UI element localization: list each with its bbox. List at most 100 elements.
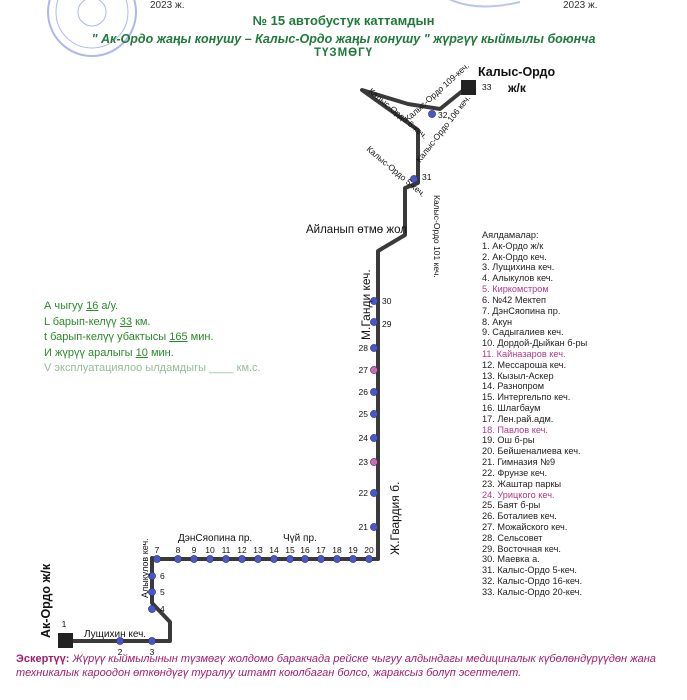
stop-list-item: 19. Ош б-ры xyxy=(482,435,535,446)
stop-marker xyxy=(370,434,378,442)
stop-list-item: 22. Фрунзе кеч. xyxy=(482,467,548,478)
stop-marker xyxy=(428,110,436,118)
note-text: Жүрүү кыймылынын түзмөгү жолдомо баракча… xyxy=(16,653,656,679)
stop-marker xyxy=(148,572,156,580)
terminal-start-icon xyxy=(58,633,73,648)
stop-number: 4 xyxy=(160,604,165,614)
stop-list-item: 1. Ак-Ордо ж/к xyxy=(482,240,544,251)
street-dzerzhinsky: ДэнСяопина пр. xyxy=(178,533,252,544)
stop-list-item: 23. Жаштар паркы xyxy=(482,478,562,489)
stop-marker xyxy=(370,523,378,531)
stop-number: 28 xyxy=(359,343,369,353)
stop-number: 15 xyxy=(285,545,295,555)
stop-list-item: 12. Мессароша кеч. xyxy=(482,359,567,370)
stop-marker xyxy=(410,175,418,183)
stop-list-item: 6. №42 Мектеп xyxy=(482,294,547,305)
route-line xyxy=(66,86,468,643)
note-label: Эскертүү: xyxy=(16,653,70,665)
stop-marker xyxy=(370,458,378,466)
stop-marker xyxy=(317,555,325,563)
stop-list-item: 29. Восточная кеч. xyxy=(482,543,561,554)
stop-number: 25 xyxy=(359,409,369,419)
stop-number: 18 xyxy=(332,545,342,555)
terminal-end-label-1: Калыс-Ордо xyxy=(478,65,555,79)
stop-number: 31 xyxy=(422,172,432,182)
param-row-3: t барып-келүү убактысы 165 мин. xyxy=(44,331,214,343)
date-left: 2023 ж. xyxy=(150,0,185,11)
stop-number: 30 xyxy=(382,296,392,306)
stop-list-item: 4. Алыкулов кеч. xyxy=(482,273,554,284)
stop-marker xyxy=(370,489,378,497)
stop-number: 17 xyxy=(316,545,326,555)
street-alykulov: Алыкулов кеч. xyxy=(140,538,150,598)
stop-list-item: 10. Дордой-Дыйкан б-ры xyxy=(482,338,588,349)
stop-list-item: 32. Калыс-Ордо 16-кеч. xyxy=(482,576,583,586)
param-row-4: И жүрүү аралыгы 10 мин. xyxy=(44,346,174,359)
stop-marker xyxy=(286,555,294,563)
stop-number: 24 xyxy=(359,433,369,443)
stamp-left-icon xyxy=(47,0,137,57)
stop-number: 26 xyxy=(359,387,369,397)
street-gvardiya: Ж.Гвардия б. xyxy=(388,482,402,555)
stop-list-item: 13. Кызыл-Аскер xyxy=(482,370,554,381)
param-row-2: L барып-келүү 33 км. xyxy=(44,315,151,328)
stop-number: 8 xyxy=(176,545,181,555)
stop-number: 33 xyxy=(482,82,492,92)
stop-number: 12 xyxy=(237,545,247,555)
stop-list-item: 28. Сельсовет xyxy=(482,532,543,543)
title-line-1: № 15 автобустук каттамдын xyxy=(252,13,435,28)
street-ko101: Калыс-Ордо 101 кеч. xyxy=(432,195,442,278)
stop-number: 16 xyxy=(300,545,310,555)
stop-number: 3 xyxy=(150,647,155,657)
stop-marker xyxy=(254,555,262,563)
route-parameters: А чыгуу 16 а/у. L барып-келүү 33 км. t б… xyxy=(44,299,261,377)
stop-number: 29 xyxy=(382,319,392,329)
stops-heading: Аялдамалар: xyxy=(482,230,539,240)
stop-marker xyxy=(174,555,182,563)
title-line-3: ТҮЗМӨГҮ xyxy=(313,47,374,59)
stop-marker xyxy=(270,555,278,563)
stop-list-item: 9. Садыгалиев кеч. xyxy=(482,327,564,338)
street-lushchikhin: Лущихин кеч. xyxy=(84,629,146,640)
stop-list-item: 3. Лущихина кеч. xyxy=(482,262,555,273)
stop-marker xyxy=(370,366,378,374)
stop-marker xyxy=(349,555,357,563)
stop-list-item: 21. Гимназия №9 xyxy=(482,457,556,468)
stop-list-item: 20. Бейшеналиева кеч. xyxy=(482,446,581,457)
stop-list-item: 30. Маевка а. xyxy=(482,554,540,565)
stop-number: 27 xyxy=(359,365,369,375)
stop-list-item: 18. Павлов кеч. xyxy=(482,424,548,435)
stop-list-item: 15. Интергельпо кеч. xyxy=(482,392,571,403)
stop-list-item: 33. Калыс-Ордо 20-кеч. xyxy=(482,586,583,597)
stop-number: 5 xyxy=(160,587,165,597)
stop-list-item: 8. Акун xyxy=(482,316,513,327)
stop-marker xyxy=(148,605,156,613)
stop-number: 13 xyxy=(253,545,263,555)
street-gandi: М.Ганди кеч. xyxy=(359,269,373,340)
street-ring-road: Айланып өтмө жол xyxy=(306,224,407,236)
header-stamps xyxy=(47,0,521,57)
stop-number: 21 xyxy=(359,522,369,532)
stop-number: 6 xyxy=(160,571,165,581)
stop-list-item: 25. Баят б-ры xyxy=(482,500,541,511)
stop-marker xyxy=(333,555,341,563)
stop-number: 10 xyxy=(205,545,215,555)
stop-list-item: 14. Разнопром xyxy=(482,381,545,392)
stop-marker xyxy=(370,344,378,352)
stop-marker xyxy=(370,297,378,305)
terminal-end-label-2: ж/к xyxy=(507,81,527,95)
terminal-start-label: Ак-Ордо ж/к xyxy=(39,563,53,638)
note-block: Эскертүү: Жүрүү кыймылынын түзмөгү жолдо… xyxy=(16,652,676,680)
stop-number: 23 xyxy=(359,457,369,467)
stop-list-item: 11. Кайназаров кеч. xyxy=(482,348,566,359)
stop-number: 7 xyxy=(155,545,160,555)
stop-list-item: 16. Шлагбаум xyxy=(482,403,541,413)
stop-list-item: 24. Урицкого кеч. xyxy=(482,489,555,500)
stop-number: 19 xyxy=(348,545,358,555)
stop-marker xyxy=(148,637,156,645)
stop-number: 1 xyxy=(62,619,67,629)
